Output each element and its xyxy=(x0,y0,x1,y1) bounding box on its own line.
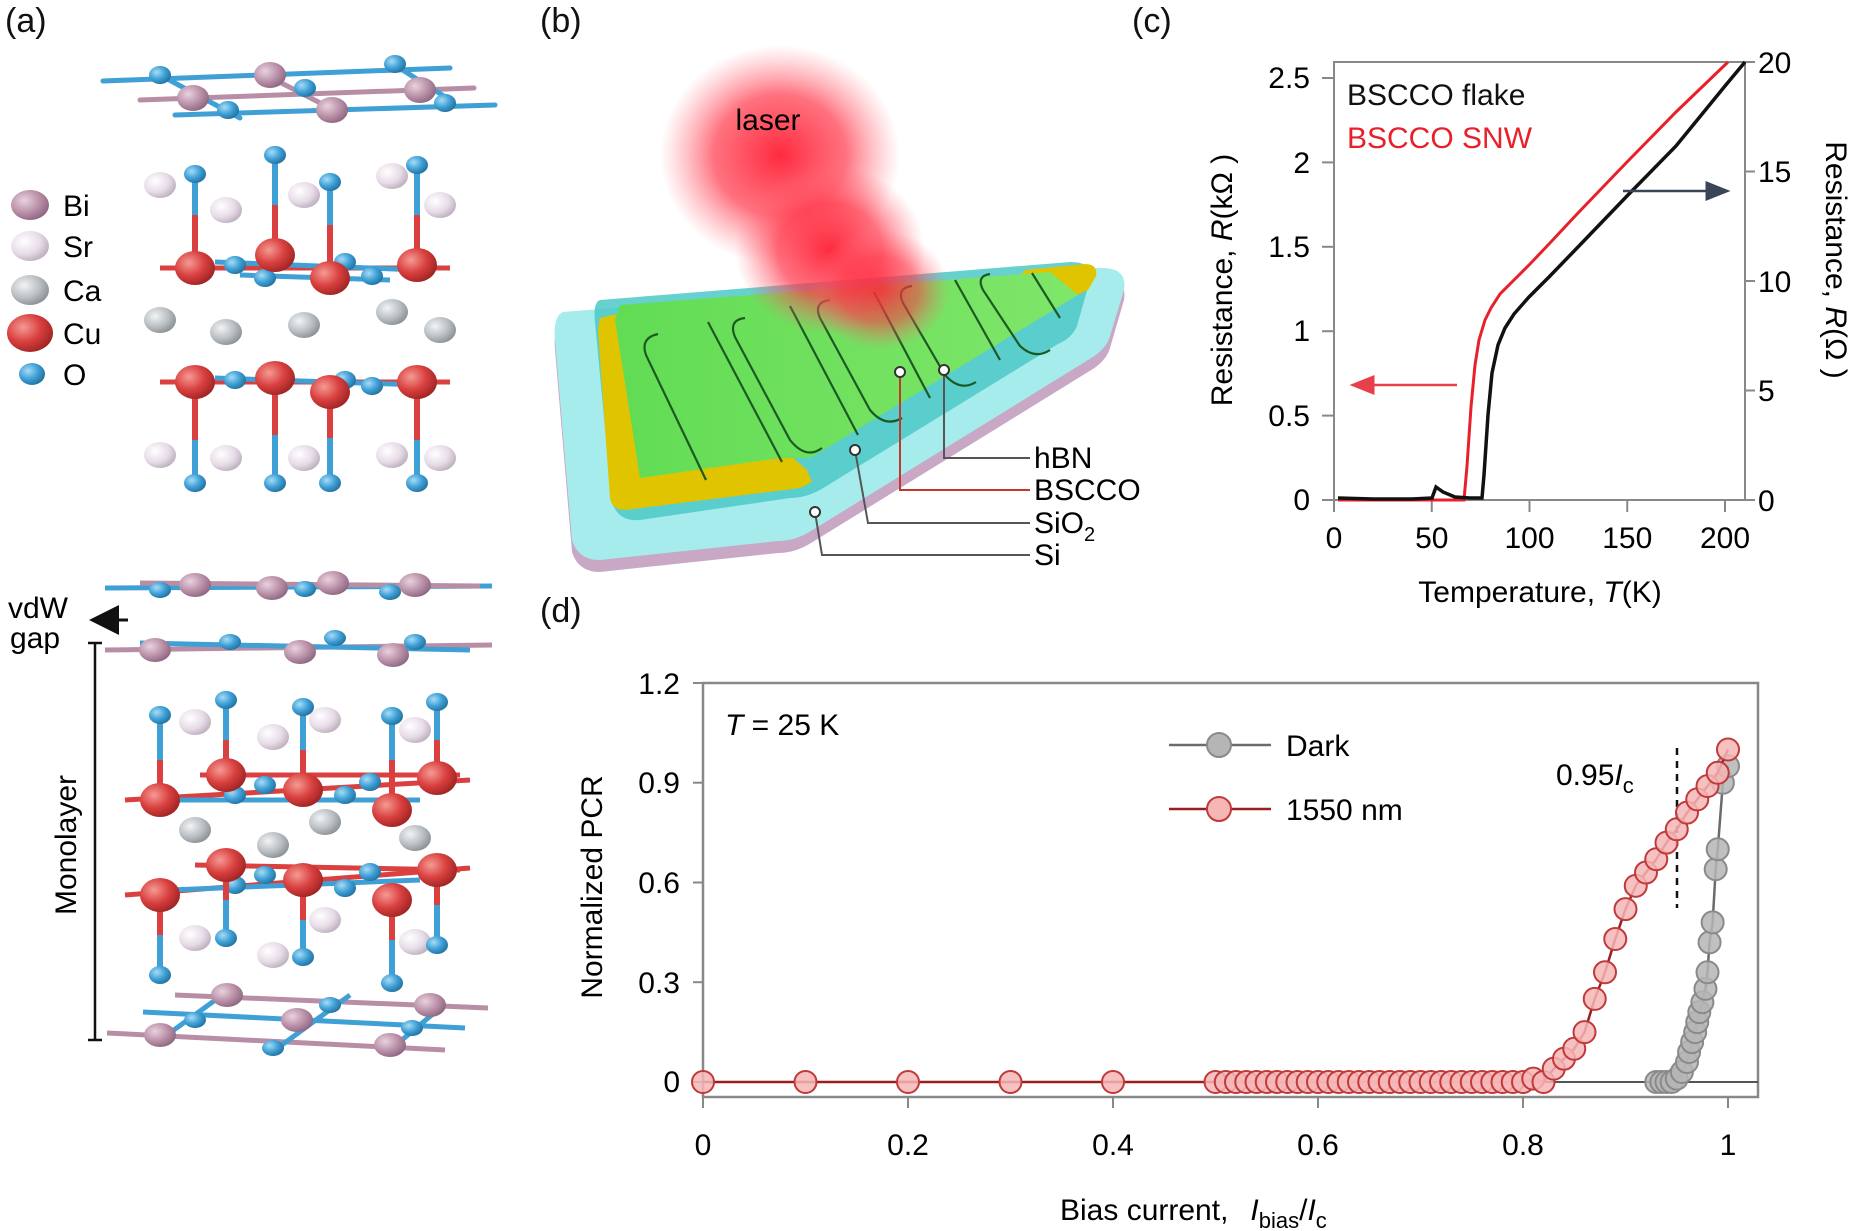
d-dark-series xyxy=(1644,754,1740,1094)
d-xtick-4: 0.8 xyxy=(1502,1129,1544,1162)
data-point xyxy=(1603,927,1628,952)
d-xlabel: Bias current,Ibias/Ic xyxy=(1060,1194,1327,1231)
panel-label-d: (d) xyxy=(540,592,582,630)
data-point xyxy=(1697,930,1722,955)
vdw-label-line1: vdW xyxy=(8,592,69,625)
c-ytick-right-0: 0 xyxy=(1758,485,1775,518)
d-legend-1550-marker xyxy=(1206,796,1232,822)
d-ytick-3: 0.9 xyxy=(638,767,680,800)
c-ytick-right-2: 10 xyxy=(1758,266,1791,299)
d-legend-1550: 1550 nm xyxy=(1286,794,1403,827)
c-xtick-1: 50 xyxy=(1415,522,1448,555)
c-xtick-4: 200 xyxy=(1700,522,1750,555)
c-xtick-0: 0 xyxy=(1326,522,1343,555)
d-xtick-0: 0 xyxy=(695,1129,712,1162)
c-ytick-3: 1.5 xyxy=(1268,231,1310,264)
legend-cu: Cu xyxy=(63,318,101,351)
panel-label-c: (c) xyxy=(1132,2,1172,40)
d-temperature-annotation: T = 25 K xyxy=(725,709,839,742)
panel-label-a: (a) xyxy=(5,2,47,40)
data-point xyxy=(1716,737,1740,762)
bi-legend-icon xyxy=(11,190,49,220)
d-ytick-1: 0.3 xyxy=(638,967,680,1000)
data-point xyxy=(1695,960,1720,985)
label-bscco: BSCCO xyxy=(1034,474,1141,507)
c-legend-flake: BSCCO flake xyxy=(1347,79,1525,112)
d-xtick-5: 1 xyxy=(1720,1129,1737,1162)
data-point xyxy=(1582,986,1607,1011)
c-legend-snw: BSCCO SNW xyxy=(1347,122,1533,155)
legend-bi: Bi xyxy=(63,190,90,223)
c-ytick-right-4: 20 xyxy=(1758,47,1791,80)
d-xtick-1: 0.2 xyxy=(887,1129,929,1162)
data-point xyxy=(1101,1070,1125,1094)
label-hbn: hBN xyxy=(1034,442,1092,475)
c-ytick-right-3: 15 xyxy=(1758,156,1791,189)
data-point xyxy=(1613,897,1638,922)
data-point xyxy=(1703,857,1728,882)
laser-label: laser xyxy=(735,104,800,137)
panel-label-b: (b) xyxy=(540,2,582,40)
bscco-meander xyxy=(615,272,1078,478)
data-point xyxy=(1705,760,1730,785)
vdw-label-line2: gap xyxy=(10,622,60,655)
legend-ca: Ca xyxy=(63,275,102,308)
c-ylabel-right: Resistance, R(Ω ) xyxy=(1819,141,1851,379)
device-schematic: laser hBN BSCCO SiO2 Si xyxy=(554,45,1141,572)
label-si: Si xyxy=(1034,539,1061,572)
c-ytick-1: 0.5 xyxy=(1268,400,1310,433)
c-xtick-3: 150 xyxy=(1602,522,1652,555)
c-ytick-2: 1 xyxy=(1293,315,1310,348)
data-point xyxy=(691,1070,715,1094)
data-point xyxy=(1572,1020,1597,1045)
d-ytick-4: 1.2 xyxy=(638,668,680,701)
ca-legend-icon xyxy=(11,275,49,305)
monolayer-label: Monolayer xyxy=(50,775,83,915)
legend-o: O xyxy=(63,359,86,392)
crystal-structure-monolayer: vdW gap Monolayer xyxy=(8,571,493,1057)
d-xtick-2: 0.4 xyxy=(1092,1129,1134,1162)
c-xtick-2: 100 xyxy=(1504,522,1554,555)
c-ytick-right-1: 5 xyxy=(1758,375,1775,408)
d-1550-series xyxy=(691,737,1740,1094)
d-ic-annotation: 0.95Ic xyxy=(1556,759,1634,798)
data-point xyxy=(896,1070,920,1094)
atom-legend: Bi Sr Ca Cu O xyxy=(7,190,102,392)
chart-c: 0 0.5 1 1.5 2 2.5 0 5 10 15 20 0 50 100 … xyxy=(1206,47,1851,609)
c-xlabel: Temperature, T(K) xyxy=(1418,576,1661,609)
c-curve-snw xyxy=(1338,60,1730,502)
label-sio2: SiO2 xyxy=(1034,507,1095,546)
c-ylabel-left: Resistance, R(kΩ ) xyxy=(1206,154,1239,407)
c-ytick-4: 2 xyxy=(1293,147,1310,180)
c-curve-flake xyxy=(1337,60,1747,501)
data-point xyxy=(1593,960,1617,985)
d-ytick-2: 0.6 xyxy=(638,867,680,900)
d-ylabel: Normalized PCR xyxy=(576,775,609,998)
legend-sr: Sr xyxy=(63,231,93,264)
crystal-structure-top xyxy=(100,55,498,492)
c-ytick-0: 0 xyxy=(1293,484,1310,517)
d-legend-dark: Dark xyxy=(1286,730,1350,763)
c-ytick-5: 2.5 xyxy=(1268,62,1310,95)
d-ytick-0: 0 xyxy=(663,1066,680,1099)
sr-legend-icon xyxy=(11,231,49,261)
data-point xyxy=(1700,910,1725,935)
cu-legend-icon xyxy=(7,314,53,352)
data-point xyxy=(998,1070,1023,1094)
d-xtick-3: 0.6 xyxy=(1297,1129,1339,1162)
data-point xyxy=(793,1070,818,1094)
data-point xyxy=(1705,837,1730,862)
d-legend-dark-marker xyxy=(1206,732,1232,758)
chart-d: 0 0.3 0.6 0.9 1.2 0 0.2 0.4 0.6 0.8 1 No… xyxy=(576,668,1760,1231)
o-legend-icon xyxy=(19,363,45,385)
